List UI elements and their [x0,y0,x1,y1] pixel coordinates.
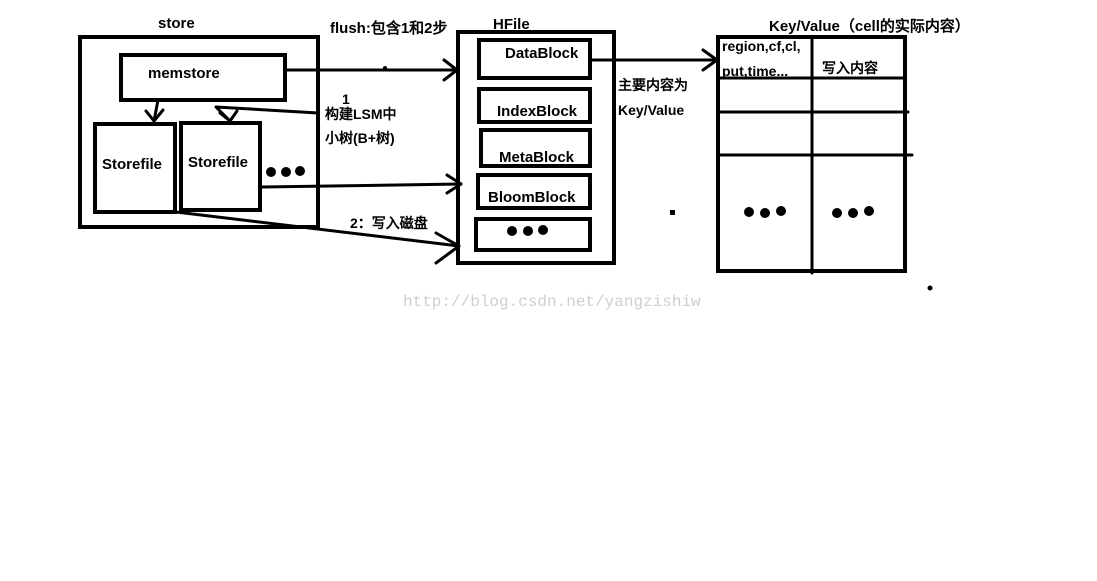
hfile-box [456,30,616,265]
keyvalue-title: Key/Value（cell的实际内容） [769,17,970,35]
indexblock-label: IndexBlock [497,103,578,120]
datablock-note-line1: 主要内容为 [618,77,688,93]
bloomblock-label: BloomBlock [488,189,576,206]
step2-label: 2：写入磁盘 [350,215,428,231]
arrow-datablock-to-keyvalue [589,48,719,72]
arrow-lsm-to-storefile-2 [214,105,320,123]
storefile-label-2: Storefile [188,154,248,171]
metablock-label: MetaBlock [499,149,575,166]
datablock-note-group: 主要内容为 Key/Value [589,48,719,215]
datablock-note-line2: Key/Value [618,102,684,118]
watermark: http://blog.csdn.net/yangzishiw [403,293,701,311]
store-box [78,35,320,229]
flush-label: flush:包含1和2步 [330,19,448,37]
more-blocks-box [474,217,592,252]
storefile-box-1 [93,122,177,214]
store-group: store memstore Storefile Storefile [78,15,320,229]
key-cell-line1: region,cf,cl, [722,38,801,54]
store-title: store [158,15,195,32]
step1-line1: 构建LSM中 [325,106,397,122]
metablock-box [479,128,592,168]
storefile-label-1: Storefile [102,156,162,173]
hfile-ellipsis-dots [507,225,548,236]
hfile-title: HFile [493,16,530,33]
key-cell-line2: put,time... [722,63,788,79]
arrow-memstore-to-hfile [283,58,459,82]
arrow-memstore-to-storefile-1 [144,98,165,123]
storefile-box-2 [179,121,262,212]
value-column-ellipsis-dots [832,206,874,218]
datablock-label: DataBlock [505,45,579,62]
stray-dot-right [927,285,933,291]
key-column-ellipsis-dots [744,206,786,218]
value-cell: 写入内容 [822,60,878,76]
step1-line2: 小树(B+树) [325,130,395,146]
memstore-box [119,53,287,102]
hfile-group: HFile DataBlock IndexBlock MetaBlock Blo… [456,16,616,265]
bloomblock-box [476,173,592,210]
memstore-label: memstore [148,65,220,82]
step1-number: 1 [342,91,350,107]
stray-dot [670,210,675,215]
keyvalue-group: Key/Value（cell的实际内容） region,cf,cl, put,t… [716,17,970,291]
storefile-ellipsis-dots [266,166,305,177]
indexblock-box [477,87,592,124]
arrow-storefiles-to-hfile [260,173,463,195]
